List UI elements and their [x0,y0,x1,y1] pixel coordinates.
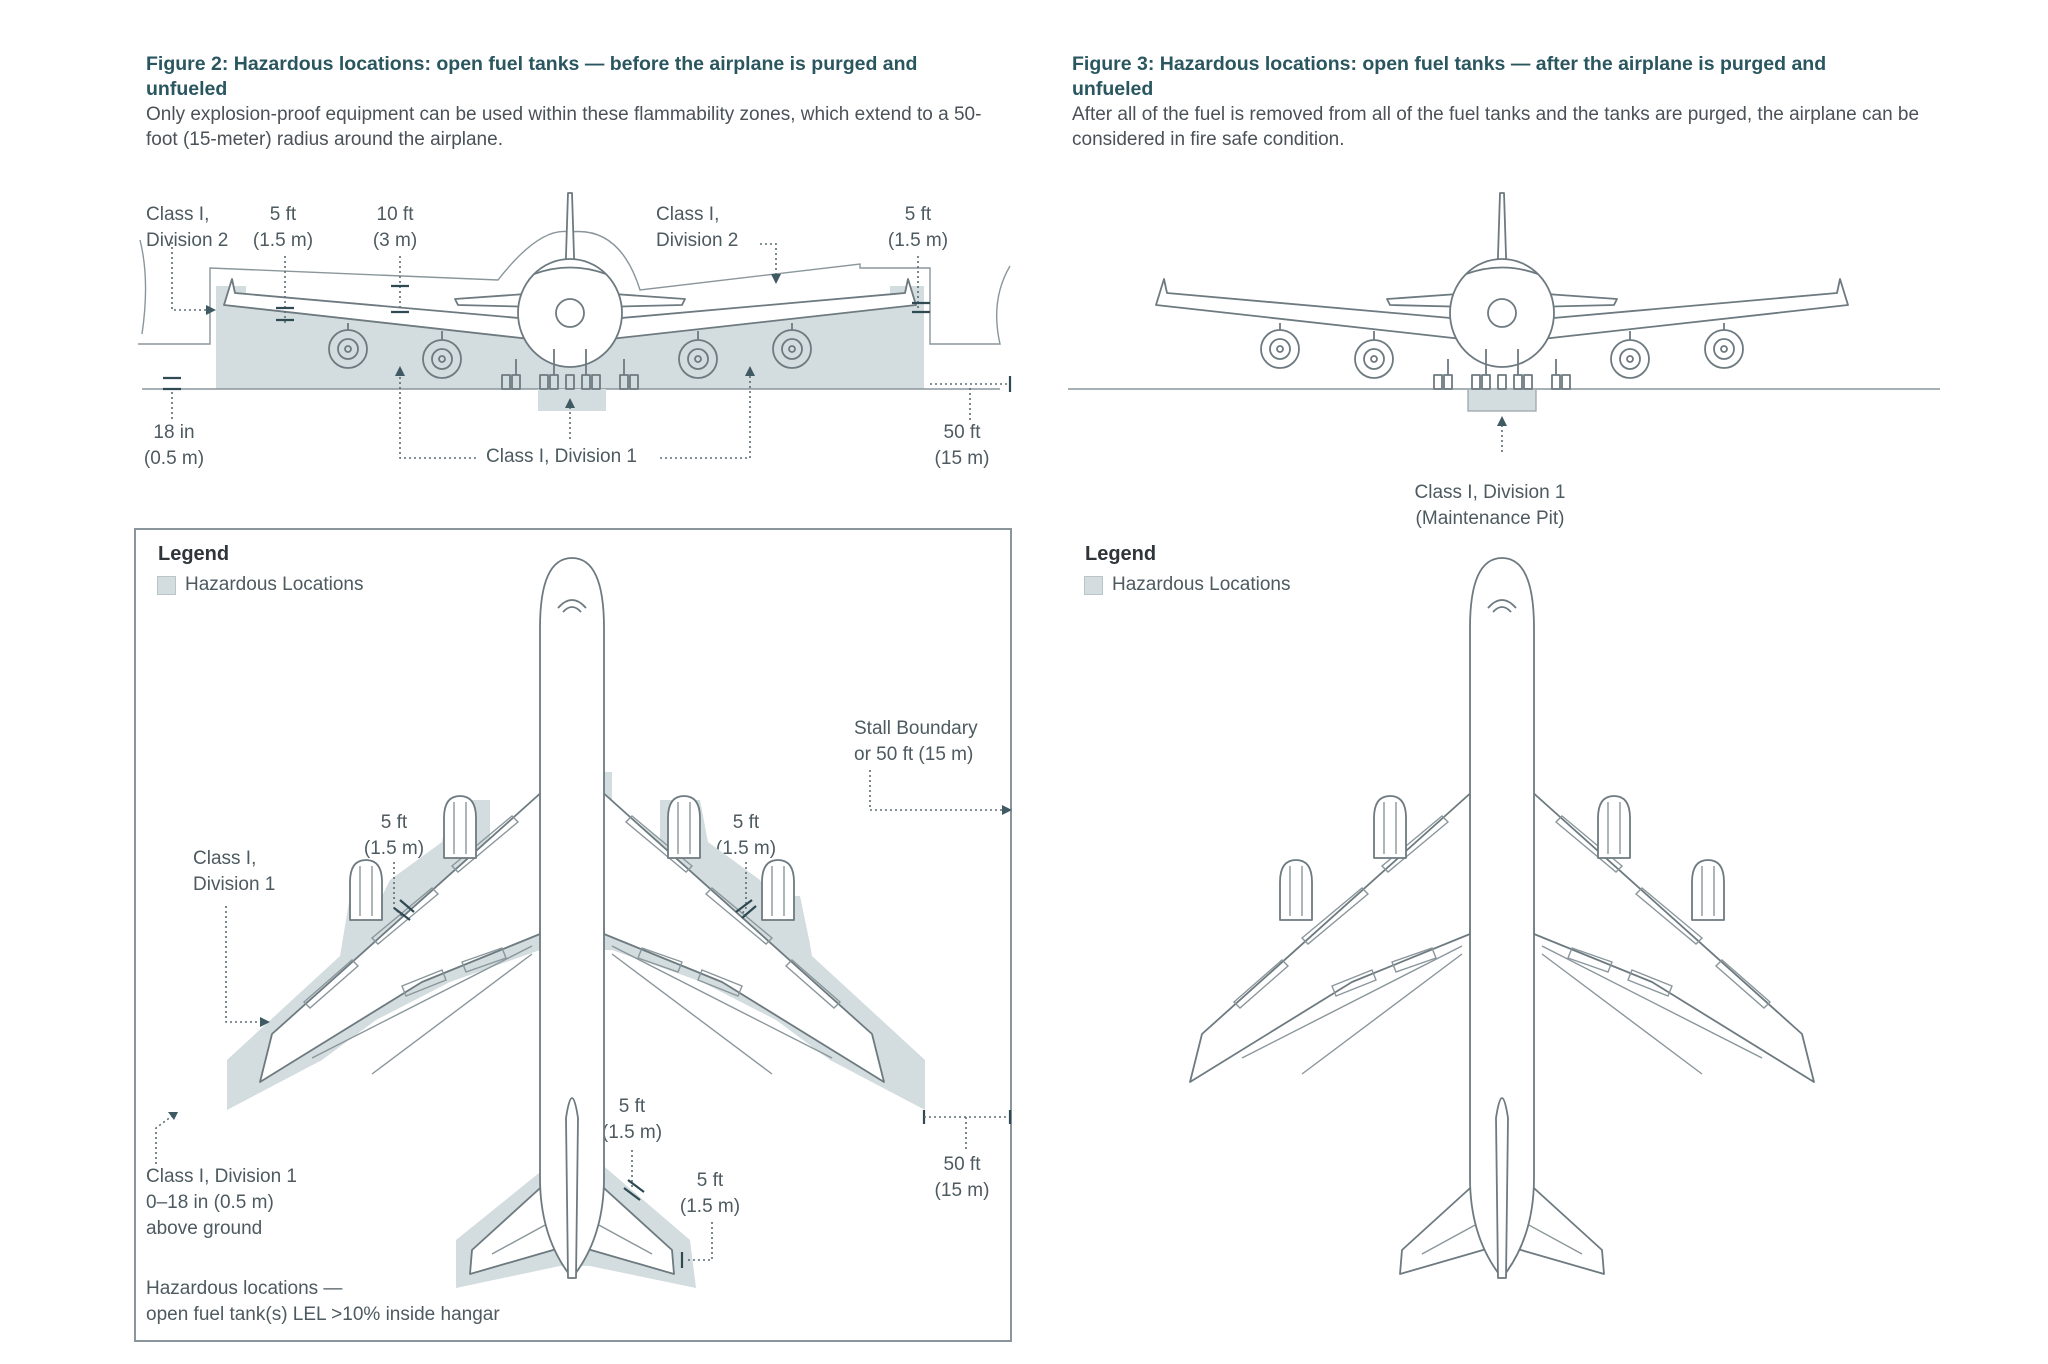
label-class1-div2-left: Class I, Division 2 [146,204,229,251]
legend-item-label: Hazardous Locations [185,574,364,595]
figure2-front-view [138,192,1012,459]
figure2-title: Figure 2: Hazardous locations: open fuel… [146,53,918,100]
legend-item-fig2: Hazardous Locations [157,574,364,596]
figure3-title: Figure 3: Hazardous locations: open fuel… [1072,53,1827,100]
label-18in: 18 in (0.5 m) [143,422,205,469]
legend-swatch-fig3 [1084,575,1103,595]
label-maintenance-pit: Class I, Division 1 (Maintenance Pit) [1414,482,1566,529]
figure2-description: Only explosion-proof equipment can be us… [146,104,982,150]
label-class1-div1-front: Class I, Division 1 [486,446,637,467]
label-class1-div2-right: Class I, Division 2 [656,204,739,251]
label-5ft-wing-left: 5 ft (1.5 m) [363,812,425,859]
label-5ft-wing-right: 5 ft (1.5 m) [715,812,777,859]
figure3-front-view [1068,192,1940,452]
figure3-plan-view [1189,557,1815,1279]
label-class1-div1-plan: Class I, Division 1 [193,848,276,895]
legend-title-fig2: Legend [158,543,230,565]
legend-swatch [157,575,176,595]
label-5ft-tail-upper: 5 ft (1.5 m) [601,1096,663,1143]
label-5ft-right: 5 ft (1.5 m) [887,204,949,251]
label-5ft-left: 5 ft (1.5 m) [252,204,314,251]
label-stall-boundary: Stall Boundary or 50 ft (15 m) [854,718,978,765]
label-10ft: 10 ft (3 m) [372,204,418,251]
figure2-plan-view [134,528,1012,1342]
label-50ft-plan: 50 ft (15 m) [934,1154,990,1201]
figure3-description: After all of the fuel is removed from al… [1072,104,1920,150]
legend-item-label-fig3: Hazardous Locations [1112,574,1291,595]
legend-item-fig3: Hazardous Locations [1084,574,1291,596]
label-5ft-tail-lower: 5 ft (1.5 m) [679,1170,741,1217]
legend-title-fig3: Legend [1085,543,1157,565]
label-class1-div1-ground: Class I, Division 1 0–18 in (0.5 m) abov… [146,1166,297,1239]
label-50ft-front: 50 ft (15 m) [934,422,990,469]
label-hangar-note: Hazardous locations — open fuel tank(s) … [146,1278,500,1325]
